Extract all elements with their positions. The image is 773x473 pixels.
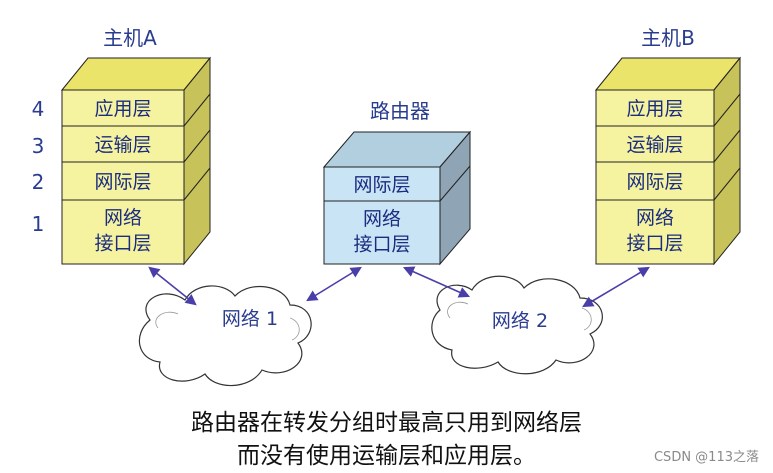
router-layer-internet xyxy=(323,166,441,202)
network-1-cloud: 网络 1 xyxy=(138,285,312,387)
network-1-label: 网络 1 xyxy=(222,308,278,330)
label-line: 接口层 xyxy=(626,233,683,255)
host-a-stack: 主机A 应用层 运输层 网际层 网络接口层 xyxy=(60,26,212,266)
network-2-cloud: 网络 2 xyxy=(431,275,603,375)
host-a-layer-transport xyxy=(61,125,185,163)
arrow-router-to-network-1 xyxy=(306,266,362,302)
label-line: 网络 xyxy=(636,207,674,229)
caption-line-1: 路由器在转发分组时最高只用到网络层 xyxy=(191,410,582,436)
cloud-shape xyxy=(138,285,312,387)
host-a-layer-label-internet: 网际层 xyxy=(94,171,151,193)
layer-number-3: 3 xyxy=(32,134,45,158)
label-line: 网络 xyxy=(363,208,401,230)
host-a-layer-network-interface xyxy=(61,199,185,265)
caption-line-2: 而没有使用运输层和应用层。 xyxy=(237,443,536,469)
host-b-layer-label-transport: 运输层 xyxy=(626,134,683,156)
layer-number-4: 4 xyxy=(32,97,45,121)
host-a-layer-label-network-interface: 网络接口层 xyxy=(94,207,151,255)
host-b-side xyxy=(713,56,741,266)
router-layer-label-network-interface: 网络接口层 xyxy=(353,208,410,256)
host-a-layer-internet xyxy=(61,161,185,201)
router-stack: 路由器 网际层 网络接口层 xyxy=(322,99,472,266)
watermark: CSDN @113之落 xyxy=(653,450,759,465)
network-2-label: 网络 2 xyxy=(492,310,548,332)
layer-number-1: 1 xyxy=(32,212,45,236)
router-layer-label-internet: 网际层 xyxy=(353,174,410,196)
label-line: 接口层 xyxy=(94,233,151,255)
host-b-title: 主机B xyxy=(641,26,695,50)
host-a-title: 主机A xyxy=(103,26,157,50)
layer-number-2: 2 xyxy=(32,170,45,194)
host-b-layer-transport xyxy=(595,125,715,163)
host-a-layer-label-transport: 运输层 xyxy=(94,134,151,156)
host-b-layer-network-interface xyxy=(595,199,715,265)
host-b-layer-application xyxy=(595,89,715,127)
host-b-layer-label-internet: 网际层 xyxy=(626,171,683,193)
arrow-router-to-network-2 xyxy=(402,266,471,298)
router-layer-network-interface xyxy=(323,200,441,265)
label-line: 网络 xyxy=(104,207,142,229)
host-b-layer-label-application: 应用层 xyxy=(626,98,683,120)
arrow-host-b-to-network-2 xyxy=(582,266,650,308)
host-b-stack: 主机B 应用层 运输层 网际层 网络接口层 xyxy=(594,26,742,266)
router-title: 路由器 xyxy=(370,99,430,123)
label-line: 接口层 xyxy=(353,234,410,256)
host-a-layer-application xyxy=(61,89,185,127)
cloud-shape xyxy=(431,275,603,375)
host-a-side xyxy=(183,56,211,266)
host-b-layer-label-network-interface: 网络接口层 xyxy=(626,207,683,255)
host-b-layer-internet xyxy=(595,161,715,201)
host-a-layer-label-application: 应用层 xyxy=(94,98,151,120)
arrow-host-a-to-network-1 xyxy=(148,266,197,306)
